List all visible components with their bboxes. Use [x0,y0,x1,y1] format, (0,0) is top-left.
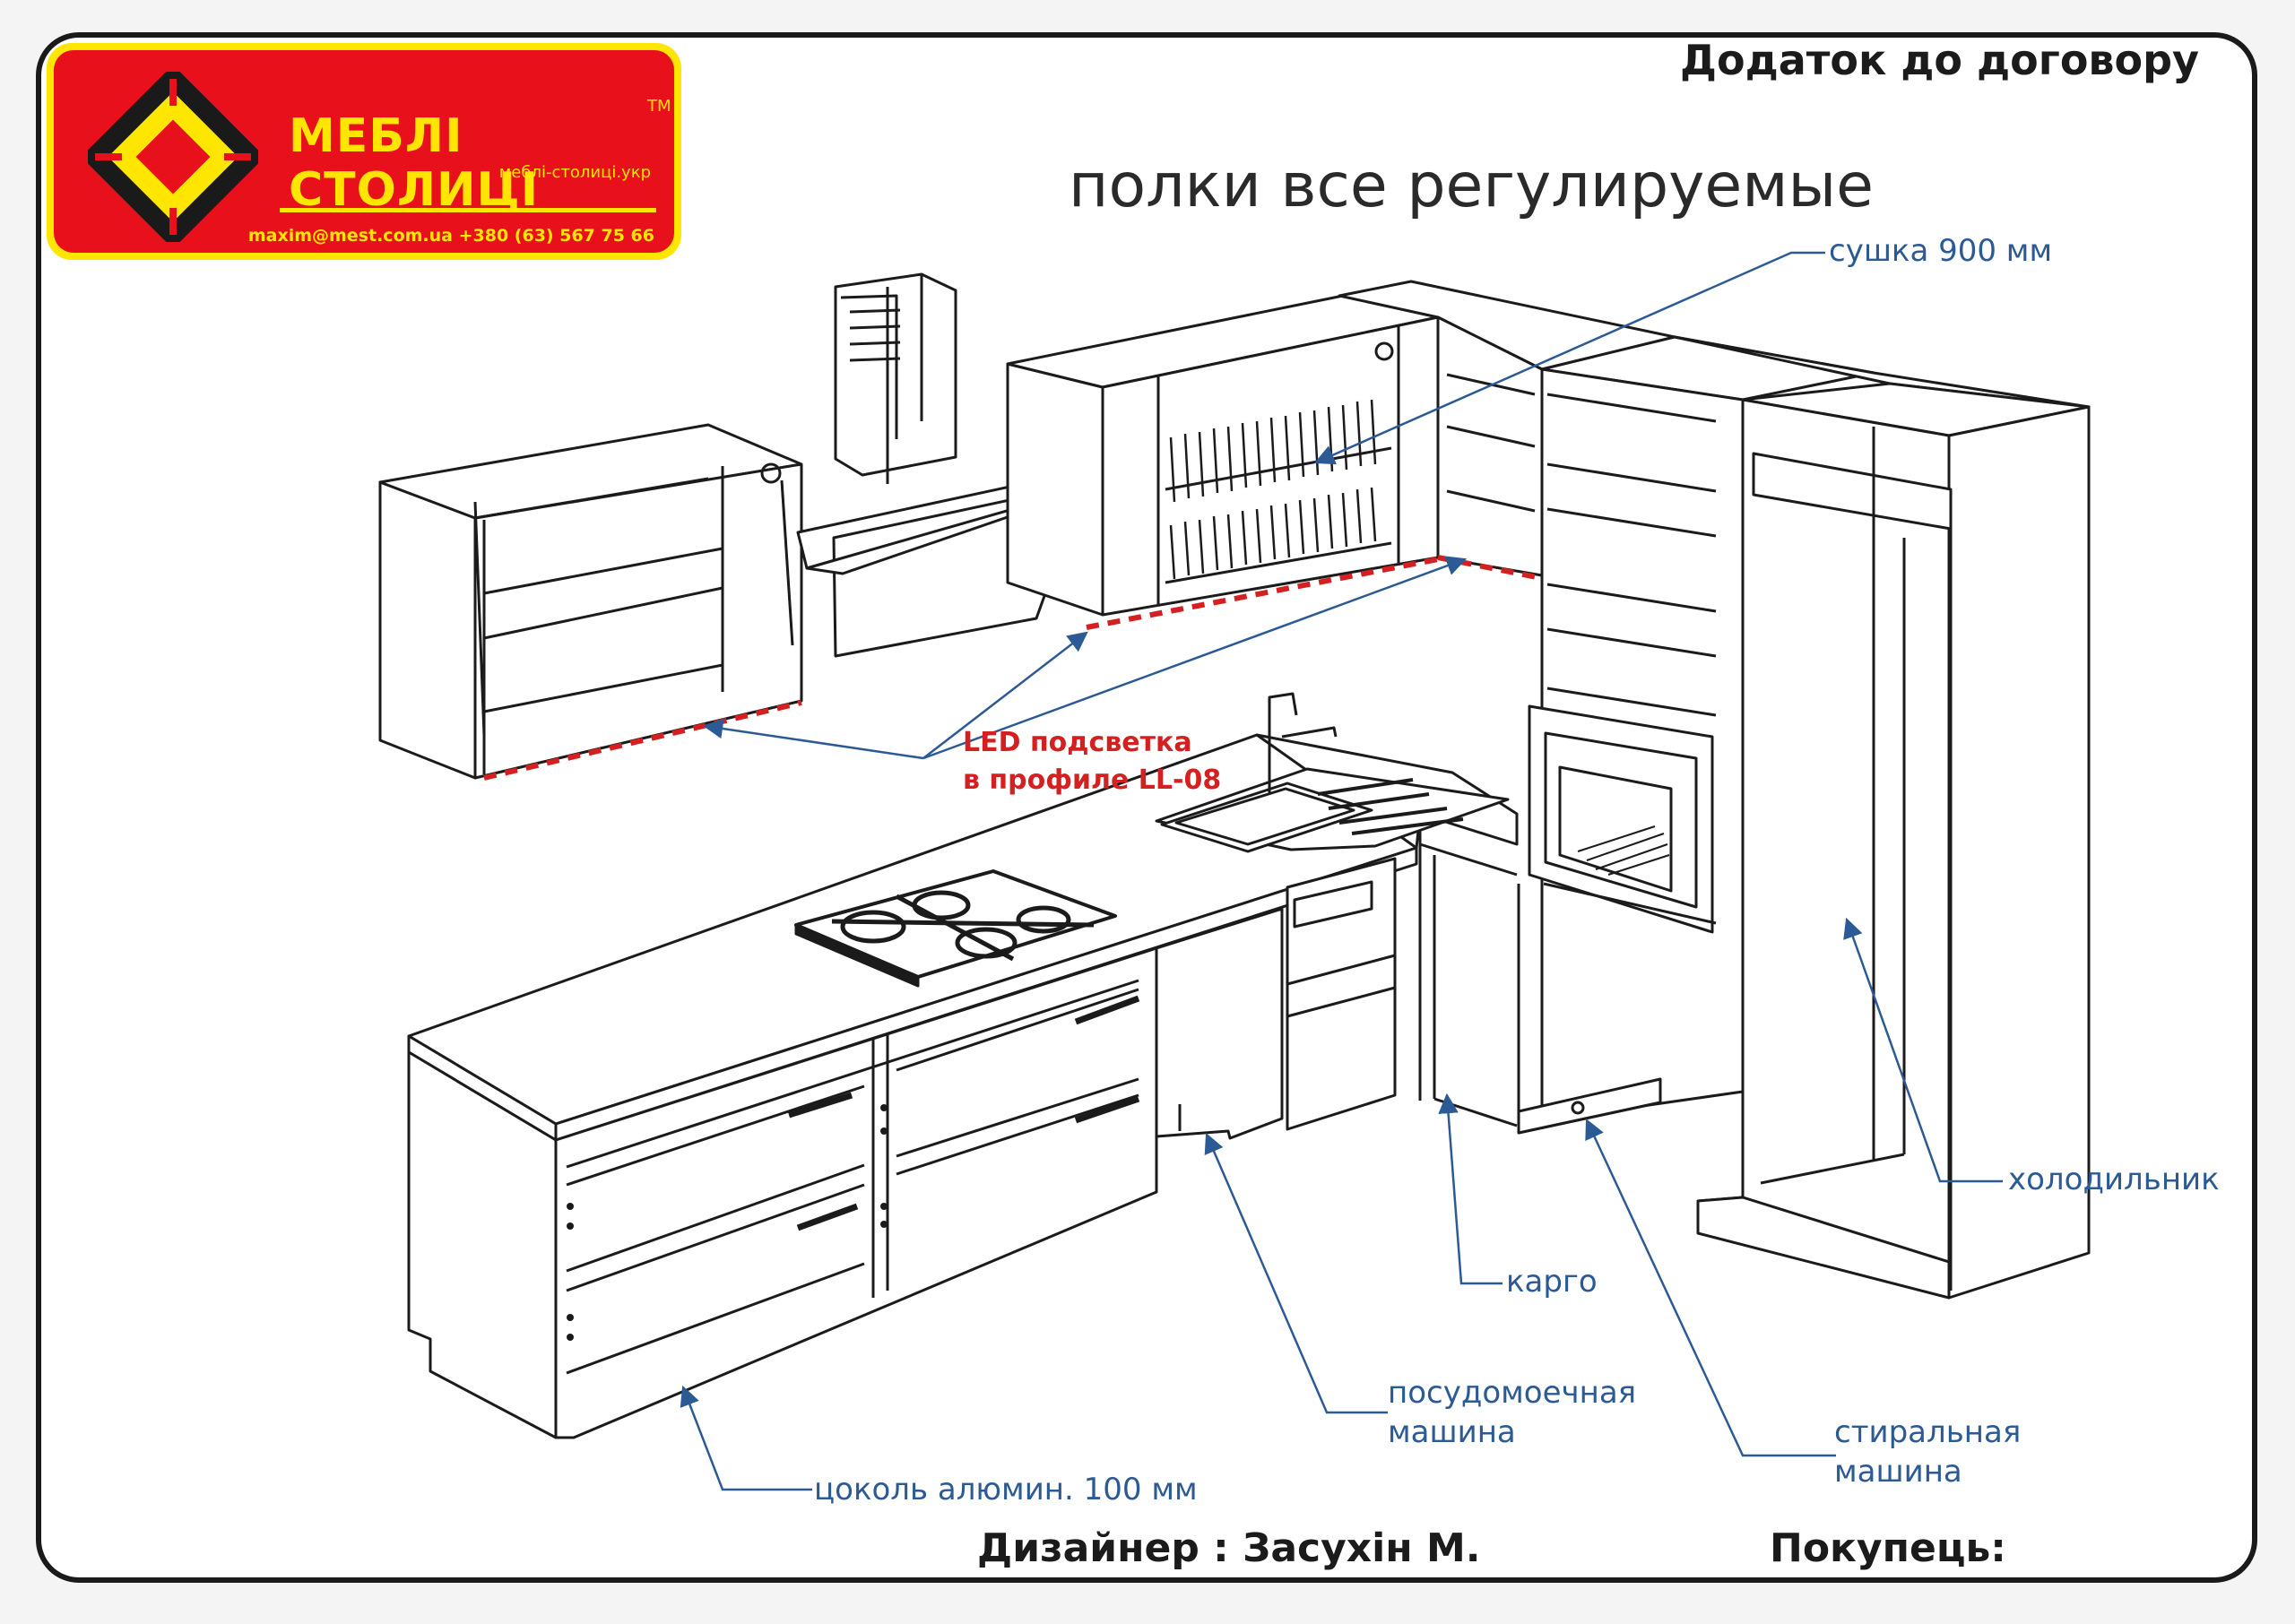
label-fridge: холодильник [2008,1162,2220,1197]
wall-cabinet-corner [1338,280,1676,577]
gas-cooktop [794,869,1117,988]
wall-cabinet-left [378,423,803,780]
callout-leaders [680,251,2003,1491]
label-dishwasher-line2: машина [1388,1414,1516,1450]
document-title: Додаток до договору [1680,36,2200,84]
label-washer-line1: стиральная [1834,1414,2022,1450]
label-dishwasher-line1: посудомоечная [1388,1375,1637,1411]
trademark-sign: TM [647,97,671,116]
tall-oven-column [1517,335,1875,1135]
label-washer-line2: машина [1834,1454,1962,1490]
label-led-line2: в профиле LL-08 [963,764,1222,796]
company-logo: МЕБЛІ СТОЛИЦІ TM меблі-столиці.укр maxim… [47,43,681,260]
brand-contact: maxim@mest.com.ua +380 (63) 567 75 66 [247,226,654,246]
logo-background: МЕБЛІ СТОЛИЦІ TM меблі-столиці.укр maxim… [54,50,674,253]
label-led-line1: LED подсветка [963,727,1192,758]
wall-cabinet-center [1006,294,1440,617]
label-plinth: цоколь алюмин. 100 мм [814,1472,1198,1507]
label-cargo: карго [1506,1264,1598,1300]
logo-divider [280,208,656,212]
label-dryer: сушка 900 мм [1829,233,2053,269]
drawing-subtitle: полки все регулируемые [1069,151,1875,221]
tall-fridge-column [1673,335,2091,1300]
buyer-signature-line: Покупець: [1770,1525,2006,1571]
diamond-logo-icon [88,72,258,242]
kitchen-sink [1155,692,1510,853]
led-strip-lines [483,555,1537,781]
designer-signature-line: Дизайнер : Засухін М. [977,1525,1481,1571]
brand-website: меблі-столиці.укр [498,163,651,182]
